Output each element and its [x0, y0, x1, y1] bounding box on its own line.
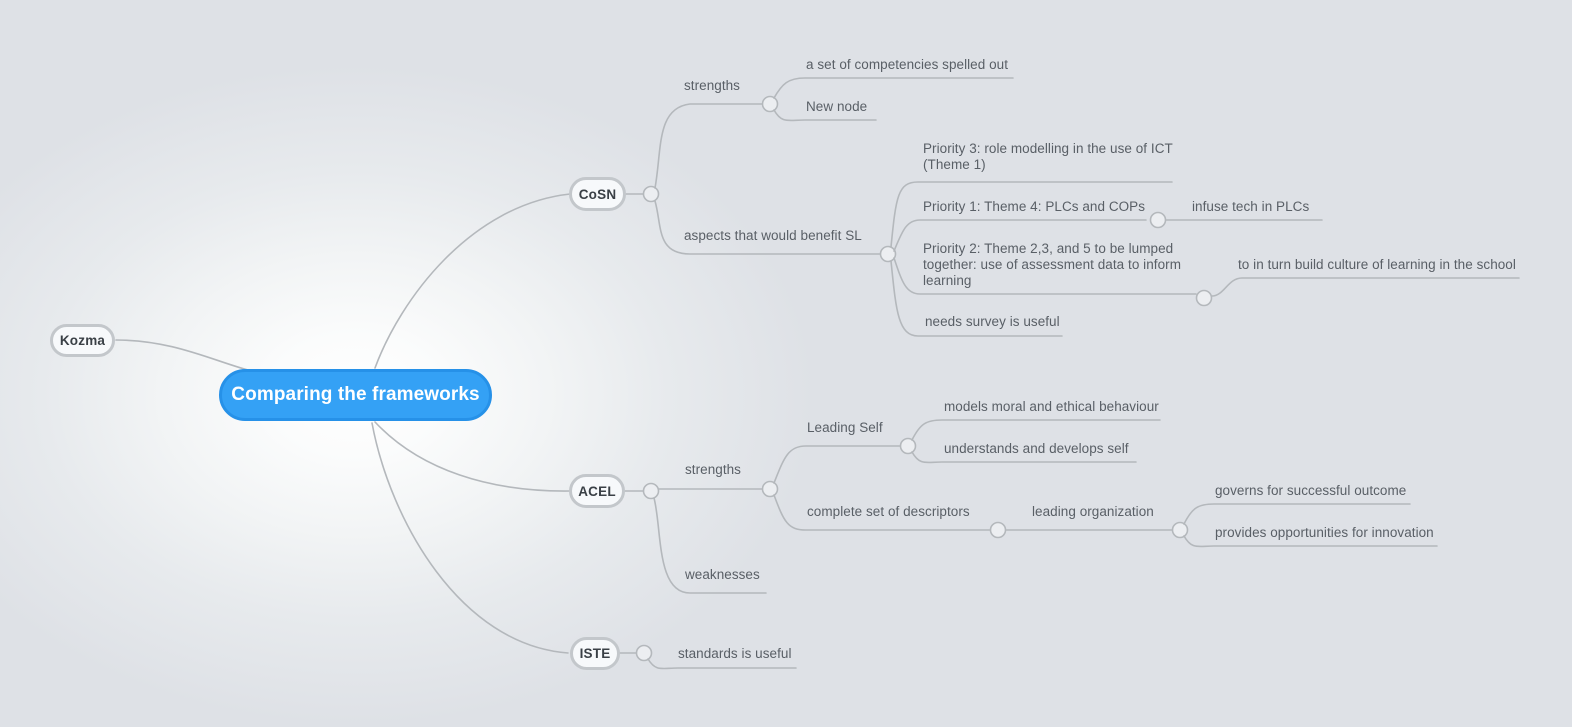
wire-central-cosn [374, 193, 571, 369]
wire-a3-child [1211, 277, 1520, 297]
label-cosn-needs-survey[interactable]: needs survey is useful [925, 314, 1060, 329]
wire-aspects-a3 [893, 257, 1197, 295]
label-cosn-aspects[interactable]: aspects that would benefit SL [684, 228, 862, 243]
connector-dot-iste [635, 644, 653, 662]
label-cosn-competencies[interactable]: a set of competencies spelled out [806, 57, 1009, 72]
connector-dot-cosn-aspects [879, 245, 897, 263]
label-iste-standards[interactable]: standards is useful [678, 646, 792, 661]
wire-aspects-a1 [890, 181, 1173, 248]
connector-dot-a3 [1195, 289, 1213, 307]
wire-lo-child2 [1183, 535, 1438, 548]
wire-ls-child2 [911, 451, 1137, 464]
connector-dot-acel-strengths [761, 480, 779, 498]
label-cosn-infuse-tech[interactable]: infuse tech in PLCs [1192, 199, 1310, 214]
connector-dot-leading-org [1171, 521, 1189, 539]
label-cosn-priority2-line2[interactable]: together: use of assessment data to info… [923, 257, 1181, 272]
label-acel-weaknesses[interactable]: weaknesses [685, 567, 760, 582]
label-acel-strengths[interactable]: strengths [685, 462, 741, 477]
wire-ls-child1 [911, 419, 1161, 441]
label-cosn-culture-of-learning[interactable]: to in turn build culture of learning in … [1238, 257, 1516, 272]
wire-aspects-a2 [893, 219, 1147, 252]
label-acel-leading-organization[interactable]: leading organization [1032, 504, 1154, 519]
wire-kozma [115, 339, 256, 373]
label-acel-governs[interactable]: governs for successful outcome [1215, 483, 1407, 498]
wire-iste-standards [647, 658, 797, 670]
wire-aspects-a4 [890, 260, 1063, 337]
label-acel-leading-self[interactable]: Leading Self [807, 420, 883, 435]
wire-central-acel [374, 421, 571, 492]
wire-acel-weaknesses [653, 497, 767, 594]
wire-central-iste [371, 422, 569, 654]
label-cosn-priority2-line1[interactable]: Priority 2: Theme 2,3, and 5 to be lumpe… [923, 241, 1174, 256]
node-cosn[interactable]: CoSN [569, 177, 626, 211]
central-node[interactable]: Comparing the frameworks [219, 369, 492, 421]
wire-lo-child1 [1183, 503, 1411, 525]
label-acel-provides-opportunities[interactable]: provides opportunities for innovation [1215, 525, 1434, 540]
wire-strengths-descriptors [773, 494, 991, 531]
label-cosn-strengths[interactable]: strengths [684, 78, 740, 93]
connector-dot-cosn-strengths [761, 95, 779, 113]
connector-dot-descriptors [989, 521, 1007, 539]
label-cosn-priority2-line3[interactable]: learning [923, 273, 972, 288]
label-cosn-priority3-line1[interactable]: Priority 3: role modelling in the use of… [923, 141, 1173, 156]
node-iste[interactable]: ISTE [570, 637, 620, 670]
node-acel[interactable]: ACEL [569, 474, 625, 508]
label-acel-descriptors[interactable]: complete set of descriptors [807, 504, 970, 519]
wire-cosn-strengths [654, 103, 763, 189]
connector-dot-a2 [1149, 211, 1167, 229]
node-kozma[interactable]: Kozma [50, 324, 115, 357]
wire-cosn-aspects [654, 200, 881, 255]
label-cosn-priority3-line2[interactable]: (Theme 1) [923, 157, 986, 172]
label-acel-models-moral[interactable]: models moral and ethical behaviour [944, 399, 1159, 414]
label-cosn-new-node[interactable]: New node [806, 99, 868, 114]
wire-strengths-leadingself [773, 445, 901, 484]
wire-strengths-child1 [773, 77, 1014, 99]
connector-dot-acel [642, 482, 660, 500]
connector-dot-leading-self [899, 437, 917, 455]
label-cosn-priority1[interactable]: Priority 1: Theme 4: PLCs and COPs [923, 199, 1146, 214]
label-acel-understands-self[interactable]: understands and develops self [944, 441, 1129, 456]
connector-dot-cosn [642, 185, 660, 203]
wire-strengths-child2 [773, 109, 877, 122]
